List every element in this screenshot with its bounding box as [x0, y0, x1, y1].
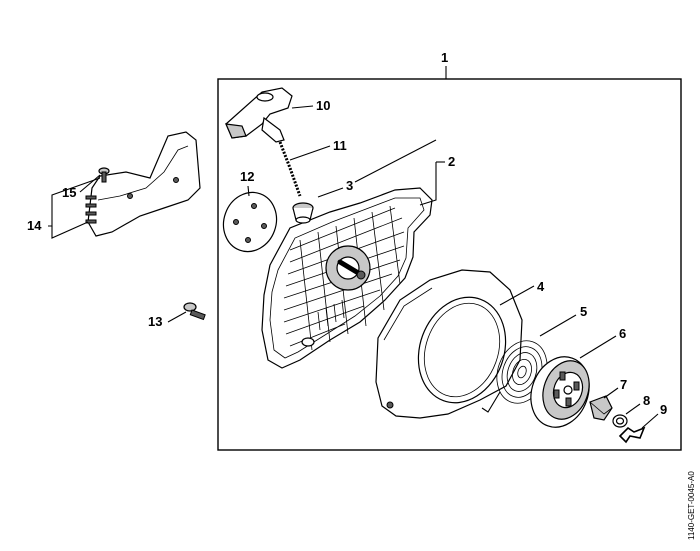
part-13-screw[interactable]	[183, 302, 206, 321]
part-15-screw[interactable]	[98, 167, 110, 183]
callout-11[interactable]: 11	[289, 138, 347, 161]
label-11: 11	[333, 138, 347, 153]
callout-15[interactable]: 15	[62, 174, 101, 200]
callout-9[interactable]: 9	[641, 402, 667, 429]
callout-1[interactable]: 1	[441, 50, 448, 79]
callout-6[interactable]: 6	[579, 326, 626, 359]
label-12: 12	[240, 169, 254, 184]
part-7-pawl[interactable]	[589, 395, 613, 421]
part-11-starter-rope[interactable]	[278, 141, 302, 197]
label-8: 8	[643, 393, 650, 408]
part-10-starter-grip[interactable]	[225, 87, 293, 143]
callout-10[interactable]: 10	[291, 98, 330, 113]
label-1: 1	[441, 50, 448, 65]
label-13: 13	[148, 314, 162, 329]
part-8-washer[interactable]	[612, 414, 628, 428]
part-4-shroud[interactable]	[375, 269, 523, 419]
label-6: 6	[619, 326, 626, 341]
part-12-plate[interactable]	[215, 185, 284, 259]
callout-3[interactable]: 3	[317, 139, 437, 198]
label-3: 3	[346, 178, 353, 193]
label-14: 14	[27, 218, 42, 233]
callout-14[interactable]: 14	[27, 177, 101, 239]
label-4: 4	[537, 279, 545, 294]
callout-4[interactable]: 4	[499, 279, 545, 306]
label-15: 15	[62, 185, 76, 200]
callout-12[interactable]: 12	[240, 169, 254, 197]
callout-8[interactable]: 8	[625, 393, 650, 415]
label-2: 2	[448, 154, 455, 169]
label-5: 5	[580, 304, 587, 319]
label-9: 9	[660, 402, 667, 417]
label-10: 10	[316, 98, 330, 113]
callout-5[interactable]: 5	[539, 304, 587, 337]
part-14-cover-plate[interactable]	[85, 131, 201, 237]
part-2-fan-housing[interactable]	[261, 187, 433, 369]
label-7: 7	[620, 377, 627, 392]
assembly-frame	[217, 78, 682, 451]
part-3-grommet[interactable]	[292, 202, 314, 224]
callout-13[interactable]: 13	[148, 311, 187, 329]
part-9-spring-clip[interactable]	[618, 426, 646, 444]
callout-7[interactable]: 7	[603, 377, 627, 399]
callout-2[interactable]: 2	[419, 154, 455, 206]
part-6-rope-rotor[interactable]	[521, 349, 598, 436]
drawing-code: 1140-GET-0045-A0	[687, 471, 696, 540]
